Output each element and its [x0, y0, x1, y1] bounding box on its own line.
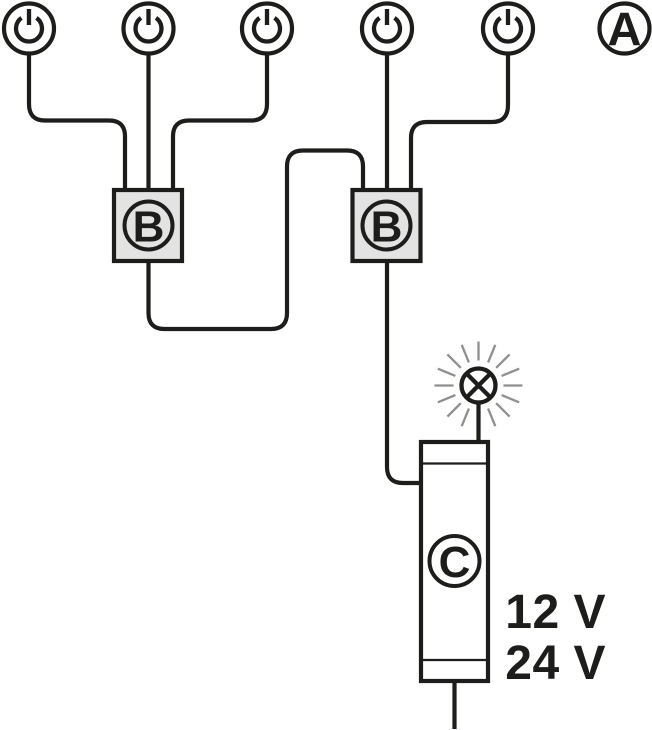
power-supply-box-c: C: [418, 439, 491, 684]
wire-b1-to-b2: [146, 148, 366, 332]
switch-row: [1, 1, 536, 56]
wire-b2-to-c: [384, 262, 421, 486]
power-icon: [371, 9, 403, 44]
power-icon: [133, 9, 164, 44]
label-badge-a: A: [597, 1, 652, 56]
power-icon: [492, 9, 524, 44]
voltage-labels: 12 V 24 V: [505, 586, 606, 690]
power-switch-2: [121, 1, 176, 56]
lamp-rays: [434, 341, 523, 427]
distributor-box-2: B: [350, 187, 423, 264]
b1-letter: B: [133, 203, 165, 252]
switch-circle: [480, 1, 536, 56]
wire-switch3-to-b1: [170, 55, 270, 189]
distributor-box-1: B: [111, 187, 185, 264]
b2-circle: [360, 199, 413, 252]
wire-switch1-to-b1: [26, 55, 128, 189]
switch-circle: [359, 1, 415, 56]
switch-circle: [239, 1, 295, 56]
badge-letter-a: A: [608, 3, 642, 56]
c-letter: C: [439, 538, 471, 587]
power-switch-1: [1, 1, 57, 56]
power-switch-5: [480, 1, 536, 56]
power-switch-4: [359, 1, 415, 56]
voltage-12v-label: 12 V: [505, 586, 606, 639]
lamp-bulb: [459, 366, 498, 405]
b2-letter: B: [371, 203, 403, 252]
lamp-icon: [434, 341, 523, 427]
power-icon: [13, 9, 45, 44]
switch-circle: [1, 1, 57, 56]
voltage-24v-label: 24 V: [505, 637, 606, 690]
c-circle: [427, 534, 482, 588]
wire-group: [26, 55, 511, 729]
power-switch-3: [239, 1, 295, 56]
power-icon: [251, 9, 283, 44]
switch-circle: [121, 1, 176, 56]
c-box-body: [418, 439, 491, 684]
wire-switch5-to-b2: [408, 55, 511, 189]
badge-circle: [597, 1, 652, 56]
b1-circle: [122, 199, 175, 252]
